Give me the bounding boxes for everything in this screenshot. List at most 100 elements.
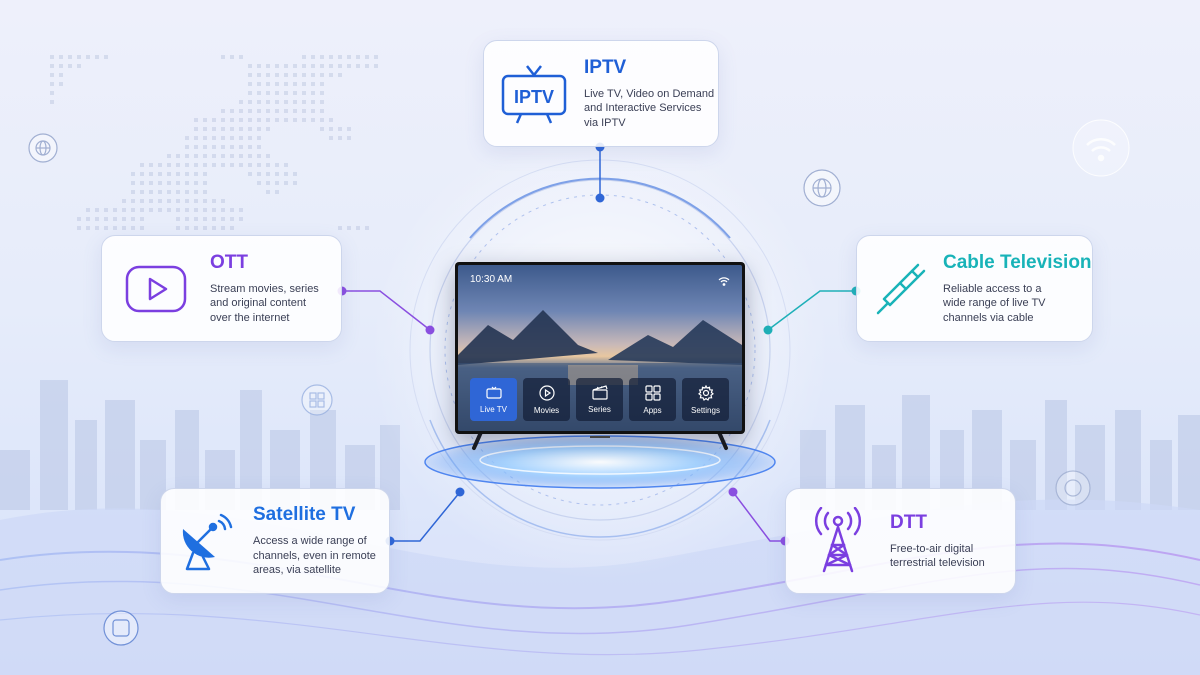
map-dot: [194, 136, 198, 140]
tv-icon: [485, 386, 502, 399]
map-dot: [221, 109, 225, 113]
iptv-desc-line: and Interactive Services: [584, 102, 702, 115]
map-dot: [329, 55, 333, 59]
map-dot: [203, 127, 207, 131]
map-dot: [248, 163, 252, 167]
map-dot: [131, 190, 135, 194]
iptv-desc-line: via IPTV: [584, 116, 626, 129]
map-dot: [221, 55, 225, 59]
map-dot: [275, 82, 279, 86]
map-dot: [149, 208, 153, 212]
map-dot: [104, 55, 108, 59]
map-dot: [311, 118, 315, 122]
map-dot: [266, 154, 270, 158]
map-dot: [275, 100, 279, 104]
tv-menu-movies[interactable]: Movies: [523, 378, 570, 421]
map-dot: [113, 208, 117, 212]
map-dot: [212, 118, 216, 122]
map-dot: [203, 118, 207, 122]
map-dot: [275, 91, 279, 95]
map-dot: [194, 190, 198, 194]
map-dot: [239, 55, 243, 59]
map-dot: [266, 172, 270, 176]
map-dot: [230, 154, 234, 158]
map-dot: [275, 64, 279, 68]
map-dot: [203, 217, 207, 221]
map-dot: [50, 82, 54, 86]
dtt-card: DTT Free-to-air digital terrestrial tele…: [785, 488, 1016, 594]
map-dot: [365, 64, 369, 68]
map-dot: [167, 199, 171, 203]
map-dot: [248, 172, 252, 176]
map-dot: [257, 73, 261, 77]
map-dot: [203, 172, 207, 176]
map-dot: [50, 73, 54, 77]
map-dot: [257, 136, 261, 140]
wifi-icon: [1072, 119, 1130, 177]
map-dot: [329, 118, 333, 122]
map-dot: [230, 55, 234, 59]
map-dot: [176, 199, 180, 203]
tv-clock: 10:30 AM: [470, 274, 513, 285]
map-dot: [293, 109, 297, 113]
map-dot: [176, 172, 180, 176]
star-badge-icon: [103, 610, 139, 646]
map-dot: [149, 172, 153, 176]
map-dot: [266, 82, 270, 86]
map-dot: [149, 190, 153, 194]
cable-desc-line: wide range of live TV: [943, 297, 1046, 310]
map-dot: [302, 73, 306, 77]
map-dot: [293, 64, 297, 68]
map-dot: [365, 55, 369, 59]
map-dot: [365, 226, 369, 230]
gear-icon: [697, 384, 714, 401]
map-dot: [248, 73, 252, 77]
tv-menu-label: Live TV: [480, 404, 507, 414]
dtt-desc-line: Free-to-air digital: [890, 542, 974, 555]
map-dot: [374, 55, 378, 59]
map-dot: [293, 172, 297, 176]
map-dot: [338, 136, 342, 140]
map-dot: [230, 109, 234, 113]
map-dot: [329, 136, 333, 140]
clapperboard-icon: [591, 385, 608, 400]
cable-desc-line: channels via cable: [943, 311, 1034, 324]
map-dot: [59, 64, 63, 68]
map-dot: [194, 145, 198, 149]
wifi-icon: [718, 273, 730, 291]
map-dot: [284, 172, 288, 176]
map-dot: [302, 91, 306, 95]
map-dot: [77, 226, 81, 230]
tv-menu-series[interactable]: Series: [576, 378, 623, 421]
map-dot: [320, 91, 324, 95]
map-dot: [176, 217, 180, 221]
satellite-card: Satellite TV Access a wide range of chan…: [160, 488, 390, 594]
map-dot: [95, 217, 99, 221]
map-dot: [284, 181, 288, 185]
tv-menu-live-tv[interactable]: Live TV: [470, 378, 517, 421]
map-dot: [122, 217, 126, 221]
tv-menu-settings[interactable]: Settings: [682, 378, 729, 421]
map-dot: [284, 82, 288, 86]
map-dot: [185, 217, 189, 221]
map-dot: [230, 217, 234, 221]
map-dot: [221, 217, 225, 221]
map-dot: [86, 226, 90, 230]
map-dot: [356, 55, 360, 59]
tv-menu: Live TV Movies Series Apps Settings: [470, 378, 729, 421]
map-dot: [230, 136, 234, 140]
map-dot: [347, 64, 351, 68]
map-dot: [248, 154, 252, 158]
map-dot: [320, 100, 324, 104]
map-dot: [257, 127, 261, 131]
map-dot: [257, 154, 261, 158]
grid-icon: [301, 384, 333, 416]
map-dot: [347, 226, 351, 230]
satellite-desc-line: channels, even in remote: [253, 549, 376, 562]
map-dot: [257, 163, 261, 167]
map-dot: [266, 109, 270, 113]
map-dot: [203, 208, 207, 212]
tv-menu-apps[interactable]: Apps: [629, 378, 676, 421]
map-dot: [347, 55, 351, 59]
map-dot: [140, 163, 144, 167]
